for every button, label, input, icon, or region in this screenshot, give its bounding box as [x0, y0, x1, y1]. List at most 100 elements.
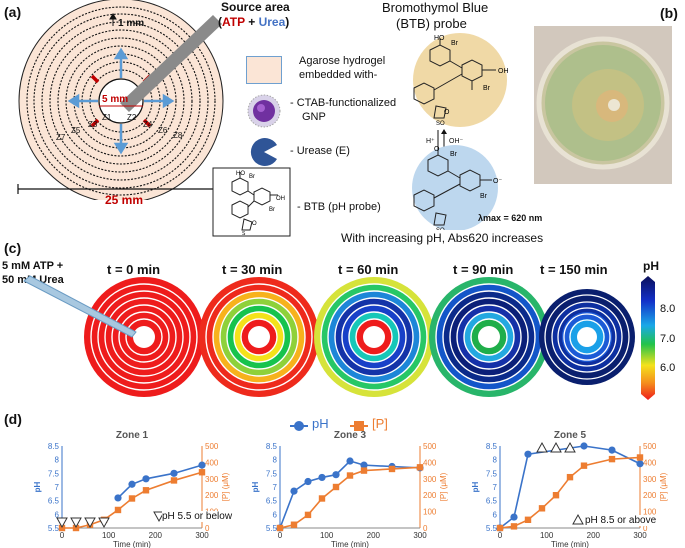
- zone-chart-3-p-point: [538, 505, 546, 512]
- zone-chart-2-ph-point: [346, 457, 354, 465]
- hydrogel-swatch: [246, 56, 282, 84]
- zone-chart-1-below-range-marker: [98, 517, 110, 529]
- source-pointer: [120, 15, 222, 112]
- zone-chart-2-ph-point: [360, 461, 368, 469]
- zone-chart-2-y2tick-label: 200: [423, 491, 437, 500]
- legend-ph-label: pH: [312, 416, 329, 431]
- zone-chart-3-xtick-label: 0: [498, 531, 503, 540]
- zone-chart-1-xtick-label: 0: [60, 531, 65, 540]
- panel-a-label: (a): [4, 4, 22, 20]
- back-condition-label: OH⁻: [449, 138, 464, 145]
- zone-chart-2-ytick-label: 6.5: [266, 497, 278, 506]
- zone-chart-1-below-range-marker: [84, 517, 96, 529]
- ph-map-t30: [199, 277, 319, 397]
- legend-p-label: [P]: [372, 416, 388, 431]
- zone-chart-3-above-range-marker: [536, 441, 548, 453]
- zone-chart-2-y2tick-label: 400: [423, 458, 437, 467]
- source-open-paren: (: [218, 15, 222, 29]
- zone-chart-1-y2tick-label: 400: [205, 458, 219, 467]
- zone-chart-2-p-point: [290, 521, 298, 528]
- zone-chart-2-p-point: [360, 467, 368, 474]
- zone-chart-3-xtick-label: 200: [587, 531, 601, 540]
- btb-probe-label: - BTB (pH probe): [297, 201, 381, 213]
- btb-base-form: O Br O⁻ Br SO: [412, 145, 502, 230]
- injection-label-line1: 5 mM ATP +: [2, 260, 64, 272]
- panel-b-label: (b): [660, 5, 678, 21]
- zone-chart-1-y2tick-label: 0: [205, 524, 210, 533]
- svg-text:Br: Br: [249, 174, 255, 180]
- zone-chart-2-p-point: [346, 472, 354, 479]
- zone1-chart: Zone 15.566.577.588.50100200300400500010…: [33, 430, 230, 548]
- zone-chart-1-ph-point: [198, 461, 206, 469]
- zone-label-z7: Z7: [56, 133, 66, 142]
- zone-chart-3-p-point: [580, 462, 588, 469]
- zone-chart-3-ph-point: [524, 450, 532, 458]
- zone-chart-3-ytick-label: 5.5: [486, 524, 498, 533]
- svg-text:S: S: [242, 231, 246, 237]
- abs-increase-caption: With increasing pH, Abs620 increases: [341, 231, 544, 245]
- zone-chart-2-ph-point: [318, 473, 326, 482]
- zone-chart-1-below-range-marker: [70, 517, 82, 529]
- five-mm-label: 5 mm: [102, 94, 129, 105]
- zone-chart-3-xtick-label: 100: [540, 531, 554, 540]
- zone-chart-2-y2tick-label: 500: [423, 442, 437, 451]
- zone-label-z2: Z2: [127, 113, 137, 122]
- time-label-150: t = 150 min: [540, 262, 608, 277]
- zone-chart-2-p-point: [388, 465, 396, 473]
- zone-chart-2-ytick-label: 7.5: [266, 469, 278, 478]
- gnp-icon: [247, 94, 281, 128]
- zone-chart-2-title: Zone 3: [334, 430, 367, 441]
- zone-chart-3-p-point: [608, 455, 616, 463]
- zone-label-z5: Z5: [71, 126, 81, 135]
- svg-text:HO: HO: [434, 35, 445, 42]
- urease-icon: [250, 138, 277, 166]
- colorbar-tick-6: 6.0: [660, 362, 676, 374]
- zone-chart-3-xtick-label: 300: [633, 531, 647, 540]
- source-area-title: Source area: [221, 0, 290, 14]
- zone-chart-3-ytick-label: 6: [493, 510, 498, 519]
- ph-maps: [23, 275, 635, 397]
- zone-chart-2-ph-point: [290, 487, 298, 495]
- zone-label-z8: Z8: [173, 131, 183, 140]
- source-atp: ATP: [222, 15, 245, 29]
- zone-chart-3-above-range-marker: [564, 441, 576, 453]
- zone-chart-1-y2tick-label: 200: [205, 491, 219, 500]
- zone-chart-2-ph-line: [279, 460, 421, 529]
- zone-chart-1-p-point: [170, 477, 178, 484]
- zone-chart-3-ytick-label: 6.5: [486, 497, 498, 506]
- zone-chart-1-y2label: [P] (μM): [221, 472, 230, 501]
- zone-chart-3-xlabel: Time (min): [551, 540, 589, 548]
- zone-chart-2-xtick-label: 200: [367, 531, 381, 540]
- zone-chart-3-ph-point: [510, 513, 518, 521]
- zone-chart-3-p-point: [510, 523, 518, 530]
- blue-diffusion-arrows: [67, 47, 175, 155]
- zone-chart-2-p-point: [416, 464, 424, 471]
- zone-chart-3-above-range-marker: [550, 441, 562, 453]
- annotation-low-ph: pH 5.5 or below: [162, 511, 233, 522]
- hydrogel-label-line1: Agarose hydrogel: [299, 55, 386, 67]
- urease-label: - Urease (E): [290, 145, 350, 157]
- colorbar-tick-7: 7.0: [660, 333, 676, 345]
- colorbar-title: pH: [643, 259, 659, 273]
- zone-chart-1-ytick-label: 6.5: [48, 497, 60, 506]
- one-mm-label: 1 mm: [118, 18, 145, 29]
- ph-colorbar: [641, 276, 655, 400]
- zone-chart-3-y2tick-label: 200: [643, 491, 657, 500]
- zone-chart-2-p-point: [318, 495, 326, 502]
- zone-chart-1-low-legend-marker: [153, 511, 165, 523]
- zone-chart-2-xtick-label: 0: [278, 531, 283, 540]
- zone-chart-1-ylabel: pH: [33, 481, 42, 492]
- zone-chart-2-xtick-label: 300: [413, 531, 427, 540]
- hydrogel-label-line2: embedded with-: [299, 69, 378, 81]
- svg-text:Br: Br: [450, 151, 458, 158]
- zone-chart-1-ytick-label: 5.5: [48, 524, 60, 533]
- zone-chart-1-p-point: [114, 506, 122, 514]
- btb-structure-box: HO Br OH Br O S: [212, 167, 291, 237]
- zone-chart-1-p-point: [128, 495, 136, 502]
- zone-chart-2-xlabel: Time (min): [331, 540, 369, 548]
- zone-chart-1-p-point: [198, 469, 206, 476]
- svg-text:OH: OH: [276, 196, 285, 202]
- zone-chart-2-y2tick-label: 100: [423, 508, 437, 517]
- zone-chart-2-ytick-label: 7: [273, 483, 278, 492]
